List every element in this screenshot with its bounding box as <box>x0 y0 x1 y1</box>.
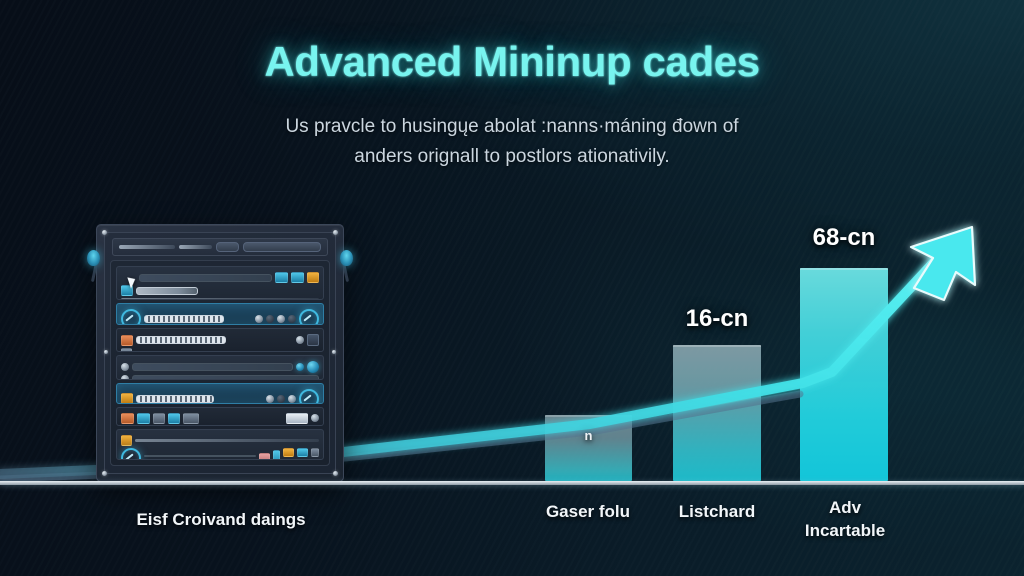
status-chip <box>283 459 294 460</box>
subtitle-line-1: Us pravcle to husingųe abolat :nanns·mán… <box>285 116 739 137</box>
chart-bar-2[interactable] <box>673 345 761 481</box>
status-chip <box>137 412 150 424</box>
bar-value-label-3: 68-cn <box>812 224 876 251</box>
indicator-dot <box>266 314 274 323</box>
illustration-caption: Eisf Croivand daings <box>136 510 306 529</box>
rack-module-list <box>110 260 330 466</box>
strip-label <box>119 245 176 249</box>
bar-value-label-2: 16-cn <box>685 305 749 332</box>
indicator-dot <box>266 394 274 403</box>
edit-ring-icon[interactable] <box>121 308 141 325</box>
status-chip <box>307 272 319 283</box>
status-chip <box>153 412 165 424</box>
status-chip <box>168 412 180 424</box>
indicator-dot <box>311 414 319 423</box>
screw-icon <box>332 350 336 354</box>
rack-module-row-active[interactable] <box>116 382 324 404</box>
rack-top-strip <box>112 238 328 256</box>
indicator-dot <box>296 363 304 372</box>
screw-icon <box>333 471 338 476</box>
page-subtitle: Us pravcle to husingųe abolat :nanns·mán… <box>182 112 842 172</box>
status-chip <box>283 448 294 458</box>
bar-value-label-1: n <box>584 428 593 443</box>
edit-ring-icon[interactable] <box>299 308 319 325</box>
category-label-3: Adv Incartable <box>778 496 912 542</box>
chart-bar-1[interactable] <box>545 415 632 481</box>
category-label-3-line1: Adv <box>828 498 862 517</box>
screw-icon <box>333 230 338 235</box>
status-chip <box>183 412 199 424</box>
chart-bar-3[interactable] <box>800 268 888 481</box>
category-label-3-line2: Incartable <box>804 521 886 540</box>
indicator-dot <box>296 336 304 345</box>
status-chip <box>286 412 308 424</box>
screw-icon <box>102 471 107 476</box>
screw-icon <box>102 230 107 235</box>
indicator-dot <box>121 375 129 379</box>
status-chip <box>311 459 319 460</box>
status-chip <box>297 448 308 458</box>
strip-pill[interactable] <box>243 242 321 252</box>
indicator-dot <box>288 394 296 403</box>
rack-module-row-active[interactable] <box>116 302 324 326</box>
rack-module-row[interactable] <box>116 355 324 380</box>
status-chip <box>121 393 133 403</box>
status-chip <box>121 412 134 424</box>
page-title: Advanced Mininup cades <box>264 38 760 85</box>
dial-knob[interactable] <box>307 361 319 374</box>
edit-ring-icon[interactable] <box>121 448 141 459</box>
indicator-dot <box>255 314 263 323</box>
status-chip <box>311 448 319 458</box>
status-chip <box>291 272 304 283</box>
indicator-dot <box>288 314 296 323</box>
status-chip <box>273 450 280 459</box>
chart-baseline <box>0 481 1024 485</box>
indicator-dot <box>277 314 285 323</box>
indicator-dot <box>277 394 285 403</box>
screw-icon <box>104 350 108 354</box>
server-rack-illustration <box>87 224 353 482</box>
category-label-1: Gaser folu <box>545 502 631 521</box>
edit-ring-icon[interactable] <box>299 388 319 403</box>
status-chip <box>275 272 288 283</box>
status-chip <box>121 435 132 447</box>
category-label-2: Listchard <box>678 502 756 521</box>
rack-module-row[interactable] <box>116 429 324 460</box>
strip-label <box>179 245 213 249</box>
rack-module-row[interactable] <box>116 406 324 427</box>
status-chip <box>121 348 132 352</box>
rack-module-row[interactable] <box>116 328 324 353</box>
subtitle-line-2: anders orignаll to postlors ationativily… <box>354 146 670 167</box>
arrow-head-icon <box>909 225 977 302</box>
strip-pill[interactable] <box>216 242 240 252</box>
status-chip <box>121 334 133 346</box>
status-chip <box>297 459 308 460</box>
rack-module-row[interactable] <box>116 266 324 300</box>
module-button[interactable] <box>307 334 319 347</box>
indicator-dot <box>121 363 129 372</box>
status-chip <box>259 452 270 459</box>
